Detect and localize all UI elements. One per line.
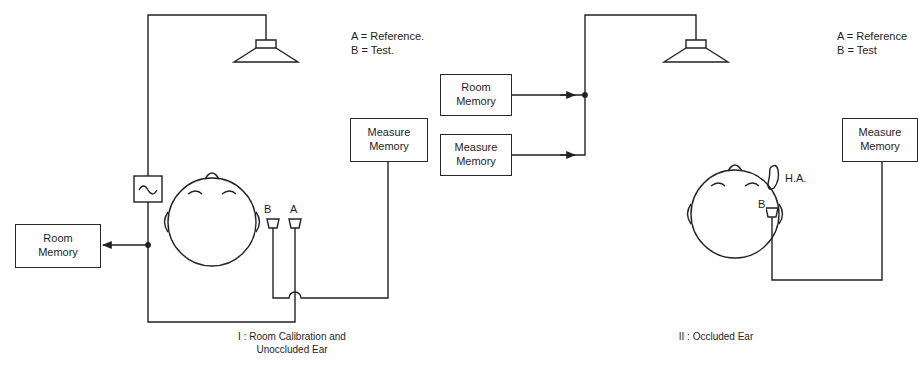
annotation-label: A = Reference: [836, 30, 908, 43]
microphone-b: [267, 219, 279, 232]
box-label: Measure Memory: [852, 126, 908, 154]
speaker-symbol: [686, 40, 706, 48]
speaker-cone: [234, 48, 298, 62]
box-label: Room Memory: [30, 232, 86, 260]
memory-box: Measure Memory: [842, 118, 918, 162]
speaker-symbol: [256, 40, 276, 48]
box-label: Measure Memory: [448, 141, 504, 169]
memory-box: Room Memory: [15, 224, 101, 268]
test-wire: [273, 162, 388, 298]
box-label: Measure Memory: [361, 126, 417, 154]
panel-caption: II : Occluded Ear: [660, 330, 772, 343]
ears: [165, 212, 260, 232]
room-memory-feed: [103, 244, 148, 245]
annotation-label: A: [289, 203, 298, 216]
annotation-label: B: [263, 203, 272, 216]
annotation-label: H.A.: [784, 172, 807, 185]
measure-feed: [511, 95, 585, 155]
arrow: [560, 154, 575, 155]
speaker-wire: [148, 15, 266, 190]
arrow: [560, 94, 575, 95]
microphone-a: [289, 219, 301, 232]
annotation-label: B: [757, 198, 766, 211]
hearing-aid: [768, 165, 779, 189]
nose: [205, 173, 219, 179]
box-label: Room Memory: [448, 81, 504, 109]
speaker-wire: [511, 15, 696, 95]
eyes: [711, 183, 759, 186]
panel-caption: I : Room Calibration and Unoccluded Ear: [228, 330, 356, 356]
microphone-b: [766, 208, 778, 221]
junction-dot: [583, 93, 587, 97]
annotation-label: A = Reference.: [350, 30, 425, 43]
memory-box: Measure Memory: [350, 118, 428, 162]
nose: [728, 165, 742, 171]
test-wire: [772, 162, 882, 280]
eyes: [188, 191, 236, 194]
annotation-label: B = Test: [836, 44, 878, 57]
memory-box: Measure Memory: [440, 134, 512, 176]
annotation-label: B = Test.: [350, 44, 395, 57]
signal-generator: [134, 176, 162, 202]
ears: [688, 204, 783, 224]
head-outline: [691, 170, 779, 258]
speaker-cone: [664, 48, 728, 62]
sine-symbol: [139, 186, 157, 194]
head-outline: [168, 178, 256, 266]
memory-box: Room Memory: [440, 74, 512, 116]
